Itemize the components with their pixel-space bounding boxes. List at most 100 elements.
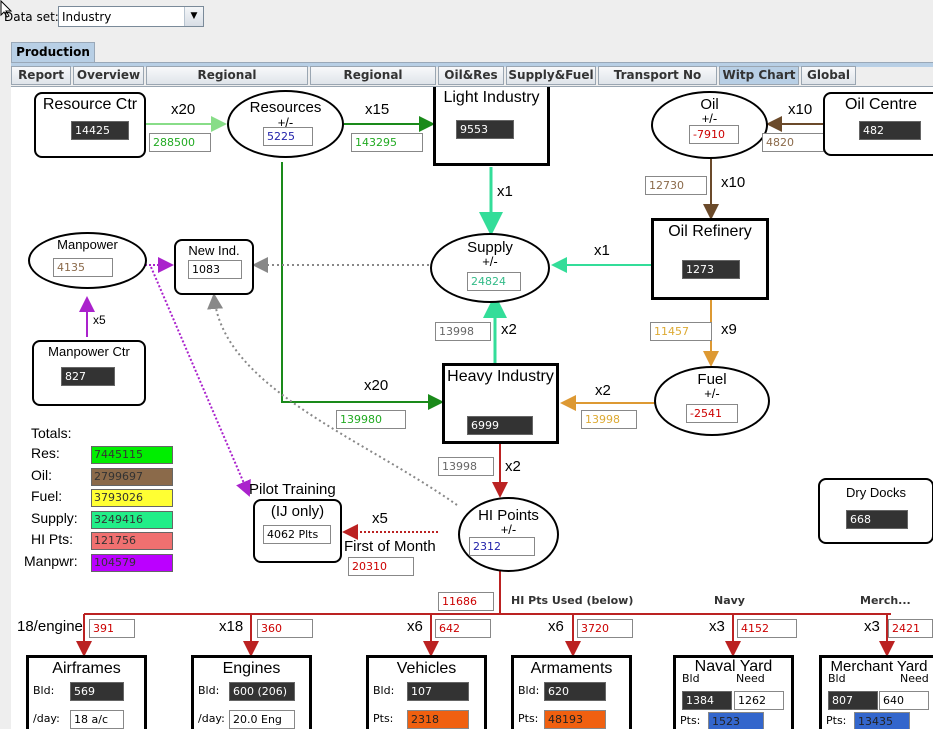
flow-refinery-to-fuel: 11457 <box>650 322 712 341</box>
tab-witp-chart[interactable]: Witp Chart <box>719 66 799 85</box>
engines-title: Engines <box>222 660 281 677</box>
resources-title: Resources <box>249 99 322 116</box>
merchant-yard-pts-label: Pts: <box>826 714 847 727</box>
mult-oil-centre: x10 <box>788 101 813 118</box>
armaments-bld: 620 <box>544 682 606 701</box>
tab-strip <box>11 62 933 67</box>
hi-points-value: 2312 <box>469 537 535 556</box>
totals-value: 3793026 <box>91 489 173 507</box>
tab-regional-ind[interactable]: Regional Ind/Repair <box>310 66 436 99</box>
mult-vehicles: x6 <box>407 618 423 635</box>
dry-docks-title: Dry Docks <box>846 485 906 500</box>
node-new-ind: New Ind. 1083 <box>174 239 254 295</box>
naval-yard-title: Naval Yard <box>694 658 773 675</box>
supply-sub: +/- <box>482 254 498 269</box>
node-pilot-training: (IJ only) 4062 Plts <box>253 499 342 563</box>
node-fuel: Fuel +/- -2541 <box>654 366 770 436</box>
tab-oil-res[interactable]: Oil&Res <box>438 66 504 85</box>
flow-oilcentre-to-oil: 4820 <box>762 133 824 152</box>
heavy-industry-title: Heavy Industry <box>447 368 554 385</box>
chevron-down-icon[interactable]: ▼ <box>184 7 203 26</box>
supply-title: Supply <box>467 239 513 256</box>
resources-sub: +/- <box>277 115 294 130</box>
oil-centre-value: 482 <box>859 121 921 140</box>
mult-merchant-yard: x3 <box>864 618 880 635</box>
dataset-value: Industry <box>62 10 112 24</box>
tab-supply-fuel[interactable]: Supply&Fuel <box>506 66 596 85</box>
mult-heavy-hi: x2 <box>505 458 521 475</box>
toolbar: Data set: Industry ▼ <box>0 0 933 40</box>
dataset-select[interactable]: Industry ▼ <box>58 6 204 27</box>
mult-heavy-supply: x2 <box>501 321 517 338</box>
node-oil-centre: Oil Centre 482 <box>823 92 933 156</box>
pilot-training-sub: (IJ only) <box>270 503 325 520</box>
node-oil-refinery: Oil Refinery 1273 <box>651 218 769 300</box>
node-naval-yard: Naval Yard Bld Need 1384 1262 Pts: 1523 <box>673 655 794 729</box>
totals-label: Fuel: <box>31 488 63 504</box>
resource-ctr-title: Resource Ctr <box>42 96 138 113</box>
used-naval-yard: 4152 <box>737 619 797 638</box>
armaments-title: Armaments <box>530 660 613 677</box>
node-manpower: Manpower 4135 <box>28 232 147 289</box>
flow-hi-used: 11686 <box>438 592 494 611</box>
merchant-yard-need-label: Need <box>900 672 929 685</box>
vehicles-pts-label: Pts: <box>373 712 394 725</box>
fuel-title: Fuel <box>697 371 727 388</box>
used-airframes: 391 <box>89 619 135 638</box>
node-merchant-yard: Merchant Yard Bld Need 807 640 Pts: 1343… <box>819 655 933 729</box>
fuel-sub: +/- <box>704 386 720 401</box>
merchant-yard-bld-label: Bld <box>828 672 846 685</box>
mult-naval-yard: x3 <box>709 618 725 635</box>
dry-docks-value: 668 <box>846 510 908 529</box>
heavy-industry-value: 6999 <box>467 416 533 435</box>
totals-value: 7445115 <box>91 446 173 464</box>
node-heavy-industry: Heavy Industry 6999 <box>442 363 559 444</box>
merchant-yard-need: 640 <box>879 691 929 710</box>
node-vehicles: Vehicles Bld: 107 Pts: 2318 <box>366 655 487 729</box>
first-of-month-label: First of Month <box>344 538 436 555</box>
vehicles-bld: 107 <box>407 682 469 701</box>
naval-yard-bld-label: Bld <box>682 672 700 685</box>
flow-resources-to-light: 143295 <box>351 133 423 152</box>
resources-value: 5225 <box>263 127 313 146</box>
tab-production[interactable]: Production <box>11 42 95 63</box>
totals-value: 3249416 <box>91 510 173 529</box>
mouse-cursor-icon <box>0 0 13 18</box>
oil-refinery-title: Oil Refinery <box>668 223 752 240</box>
airframes-day-label: /day: <box>33 712 60 725</box>
vehicles-title: Vehicles <box>396 660 457 677</box>
pilot-training-value: 4062 Plts <box>263 525 331 544</box>
node-light-industry: Light Industry 9553 <box>433 87 550 166</box>
fuel-value: -2541 <box>686 404 738 423</box>
flow-oil-to-refinery: 12730 <box>645 176 707 195</box>
node-airframes: Airframes Bld: 569 /day: 18 a/c <box>26 655 147 729</box>
node-supply: Supply +/- 24824 <box>430 233 550 303</box>
mult-hi-pilot: x5 <box>372 510 388 527</box>
totals-label: Supply: <box>31 509 78 526</box>
engines-bld-label: Bld: <box>198 684 220 697</box>
merchant-yard-pts: 13435 <box>854 712 910 729</box>
node-manpower-ctr: Manpower Ctr 827 <box>32 340 146 406</box>
oil-centre-title: Oil Centre <box>844 96 918 113</box>
hi-points-sub: +/- <box>500 522 517 537</box>
vehicles-pts: 2318 <box>407 710 469 729</box>
tab-regional-fcty[interactable]: Regional Fcty/Resources <box>146 66 308 99</box>
mult-engines: x18 <box>219 618 244 635</box>
navy-label: Navy <box>714 594 745 607</box>
tab-global[interactable]: Global <box>801 66 856 85</box>
armaments-pts-label: Pts: <box>518 712 539 725</box>
hi-pts-used-label: HI Pts Used (below) <box>511 594 634 607</box>
engines-day-label: /day: <box>198 712 225 725</box>
new-ind-value: 1083 <box>188 260 242 279</box>
naval-yard-pts-label: Pts: <box>680 714 701 727</box>
oil-value: -7910 <box>689 125 739 144</box>
airframes-bld: 569 <box>70 682 124 701</box>
tab-transport[interactable]: Transport No Dest <box>598 66 717 99</box>
oil-refinery-value: 1273 <box>682 260 740 279</box>
tab-overview[interactable]: Overview <box>73 66 144 85</box>
supply-value: 24824 <box>467 272 521 291</box>
light-industry-title: Light Industry <box>443 89 540 106</box>
tab-report[interactable]: Report <box>11 66 71 85</box>
airframes-title: Airframes <box>52 660 121 677</box>
flow-fuel-to-heavy: 13998 <box>581 410 637 429</box>
